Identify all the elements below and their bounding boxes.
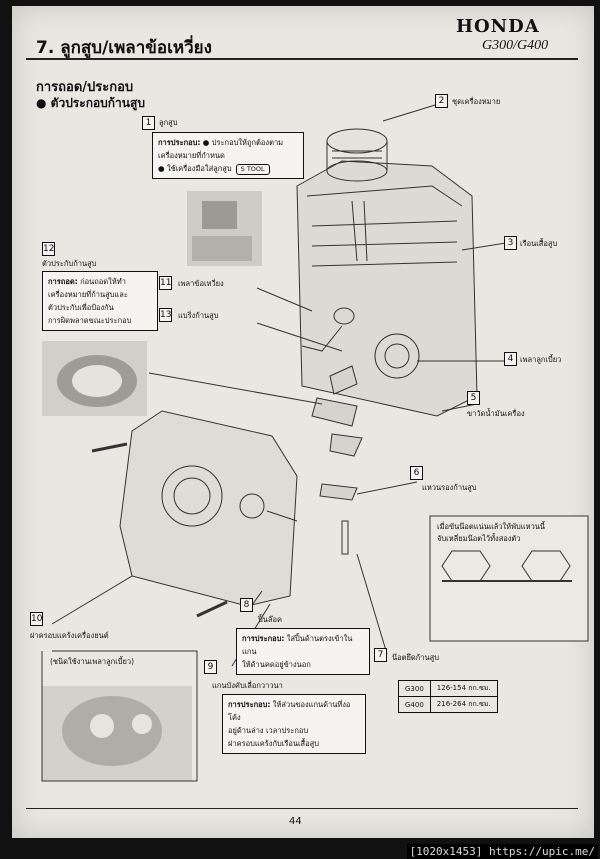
callout-10: 10 [30, 612, 43, 626]
crankcase-cover [119, 410, 298, 607]
note-piston-head: การประกอบ: [158, 138, 201, 147]
header-rule [26, 58, 578, 60]
callout-12: 12 [42, 242, 55, 256]
camshaft-gear [374, 333, 420, 379]
callout-4: 4 [504, 352, 517, 366]
label-piston: ลูกสูบ [159, 118, 178, 127]
watermark: [1020x1453] https://upic.me/ [406, 844, 598, 859]
torque-table: G300 126-154 กก.ซม. G400 216-264 กก.ซม. [398, 680, 498, 713]
note-rod-cap: การถอด: ก่อนถอดให้ทำ เครื่องหมายที่ก้านส… [42, 271, 158, 331]
note-piston: การประกอบ: ● ประกอบให้ถูกต้องตาม เครื่อง… [152, 132, 304, 179]
torque-model: G400 [398, 696, 431, 713]
nut-tip-line2: จับเหลี่ยมน๊อตไว้ทั้งสองตัว [437, 534, 521, 543]
callout-3: 3 [504, 236, 517, 250]
callout-8: 8 [240, 598, 253, 612]
label-cylinder-block: เรือนเสื้อสูบ [520, 239, 558, 248]
label-crankcase-cover: ฝาครอบแคร้งเครื่องยนต์ [30, 631, 109, 640]
torque-row: G400 216-264 กก.ซม. [398, 696, 498, 713]
manual-page: 7. ลูกสูบ/เพลาข้อเหวี่ยง HONDA G300/G400… [12, 6, 594, 838]
section-subtitle-text: ตัวประกอบก้านสูบ [50, 96, 145, 110]
label-rod-washer: แหวนรองก้านสูบ [422, 483, 477, 492]
label-lock-pin: ปิ้นล๊อค [258, 615, 283, 624]
label-camshaft: เพลาลูกเบี้ยว [520, 355, 562, 364]
note-rod-cap-line1: ก่อนถอดให้ทำ [80, 277, 126, 286]
label-mark: ชุดเครื่องหมาย [452, 97, 501, 106]
note-lock-pin-line2: ให้ด้านคดอยู่ข้างนอก [242, 660, 311, 669]
callout-1: 1 [142, 116, 155, 130]
note-lock-pin: การประกอบ: ใส่ปิ้นด้านตรงเข้าในแกน ให้ด้… [236, 628, 370, 675]
section-title: การถอด/ประกอบ [36, 80, 134, 95]
special-tool-badge: S TOOL [235, 164, 270, 175]
note-piston-line3: ใช้เครื่องมือใส่ลูกสูบ [166, 164, 232, 173]
note-piston-line1: ประกอบให้ถูกต้องตาม [211, 138, 284, 147]
piston-top [326, 128, 388, 154]
brand-logo: HONDA [456, 16, 540, 37]
callout-6: 6 [410, 466, 423, 480]
note-governor-line3: ฝาครอบแคร้งกับเรือนเสื้อสูบ [228, 739, 319, 748]
note-governor: การประกอบ: ให้ส่วนของแกนด้านที่งอโค้ง อย… [222, 694, 366, 754]
cylinder-block [296, 160, 478, 417]
callout-2: 2 [435, 94, 448, 108]
callout-7: 7 [374, 648, 387, 662]
model-label: G300/G400 [482, 38, 549, 53]
label-cover-type: (ชนิดใช้งานเพลาลูกเบี้ยว) [50, 657, 135, 666]
note-governor-line2: อยู่ด้านล่าง เวลาประกอบ [228, 726, 309, 735]
callout-11: 11 [159, 276, 172, 290]
torque-value: 126-154 กก.ซม. [429, 680, 498, 697]
note-rod-cap-head: การถอด: [48, 277, 78, 286]
note-rod-cap-line3: ตัวประกับเพื่อป้องกัน [48, 303, 114, 312]
exploded-view-diagram [41, 101, 589, 782]
callout-5: 5 [467, 391, 480, 405]
label-rod-nut: น๊อตยึดก้านสูบ [392, 653, 439, 662]
callout-13: 13 [159, 308, 172, 322]
label-rod-cap: ตัวประกับก้านสูบ [42, 259, 97, 268]
label-oil-dipper: ขาวัดน้ำมันเครื่อง [467, 409, 525, 418]
torque-row: G300 126-154 กก.ซม. [398, 680, 498, 697]
footer-rule [26, 808, 578, 809]
section-subtitle: ● ตัวประกอบก้านสูบ [36, 96, 145, 110]
note-rod-cap-line2: เครื่องหมายที่ก้านสูบและ [48, 290, 128, 299]
torque-value: 216-264 กก.ซม. [429, 696, 498, 713]
note-governor-line1: ให้ส่วนของแกนด้านที่งอโค้ง [228, 700, 351, 722]
note-rod-cap-line4: การผิดพลาดขณะประกอบ [48, 316, 132, 325]
label-crankshaft: เพลาข้อเหวี่ยง [178, 279, 224, 288]
page-number: 44 [289, 816, 302, 827]
chapter-title: 7. ลูกสูบ/เพลาข้อเหวี่ยง [36, 38, 212, 58]
note-governor-head: การประกอบ: [228, 700, 271, 709]
note-piston-line2: เครื่องหมายที่กำหนด [158, 151, 225, 160]
note-lock-pin-head: การประกอบ: [242, 634, 285, 643]
rod-washer [319, 483, 358, 501]
rod-nut [341, 520, 349, 555]
nut-tip-line1: เมื่อขันน๊อตแน่นแล้วให้พับแหวนนี้ [437, 522, 546, 531]
note-lock-pin-line1: ใส่ปิ้นด้านตรงเข้าในแกน [242, 634, 353, 656]
label-rod-bearing: แบริ่งก้านสูบ [178, 311, 219, 320]
torque-model: G300 [398, 680, 431, 697]
callout-9: 9 [204, 660, 217, 674]
label-governor-shaft: แกนบังคับเลื่อกวาวนา [212, 681, 283, 690]
rod-bearing [329, 365, 358, 395]
